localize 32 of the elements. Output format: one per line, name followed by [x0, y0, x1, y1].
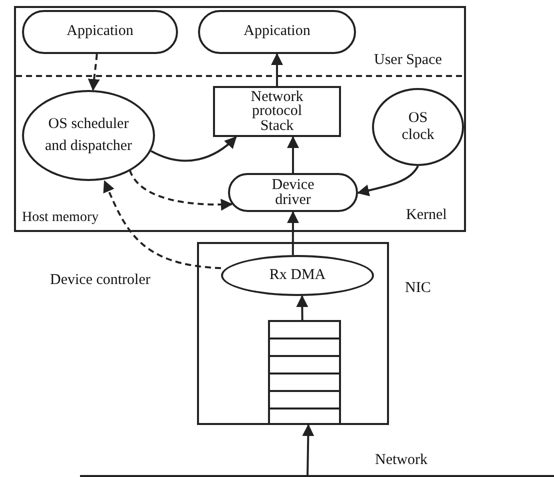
rounded-box: [228, 173, 358, 212]
node-label: Rx DMA: [269, 266, 326, 284]
node-label: Appication: [66, 23, 134, 41]
arrow: [150, 136, 237, 162]
ellipse-node: [22, 90, 155, 181]
arrow: [103, 180, 222, 270]
arrow: [357, 165, 419, 196]
node-label: Appication: [244, 23, 310, 41]
region-label: Kernel: [406, 207, 447, 224]
process-box: [213, 86, 341, 137]
arrow: [271, 53, 283, 86]
arrow: [128, 170, 233, 211]
host-box: [14, 6, 466, 232]
arrow: [302, 424, 314, 477]
node-label: Network protocol Stack: [250, 90, 304, 133]
arrow: [287, 136, 299, 173]
node-label: OS scheduler and dispatcher: [44, 114, 134, 156]
ellipse-node: [221, 255, 374, 296]
buffer-queue: [268, 320, 341, 425]
node-label: Network: [375, 452, 428, 470]
component-label: Device controler: [50, 272, 150, 289]
node-label: OS clock: [400, 110, 436, 144]
rounded-box: [22, 10, 178, 54]
arrow: [88, 54, 100, 91]
arrow: [296, 295, 308, 320]
rounded-box: [198, 10, 356, 54]
arrow: [286, 211, 299, 255]
ellipse-node: [372, 88, 464, 166]
node-label: NIC: [405, 280, 431, 298]
region-label: User Space: [374, 52, 442, 69]
node-label: Device driver: [270, 178, 316, 207]
node-label: Host memory: [22, 210, 99, 226]
